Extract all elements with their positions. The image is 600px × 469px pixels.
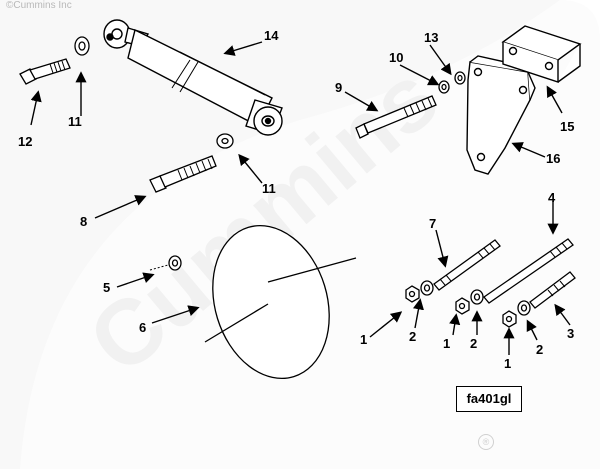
callout-3: 3 [567, 326, 574, 341]
stud-3 [529, 271, 576, 309]
callout-14: 14 [264, 28, 279, 43]
block-15 [501, 25, 582, 83]
copyright-text: ©Cummins Inc [6, 0, 72, 11]
callout-11-lower: 11 [262, 181, 276, 196]
callout-7: 7 [429, 216, 436, 231]
washer-2-a [420, 280, 434, 296]
nut-13 [454, 71, 466, 85]
callout-12: 12 [18, 134, 32, 149]
shield-disc-6 [204, 224, 357, 380]
nut-1-b [455, 297, 470, 315]
callout-16: 16 [546, 151, 560, 166]
callout-10: 10 [389, 50, 403, 65]
callout-11-upper: 11 [68, 114, 82, 129]
washer-11-lower [216, 133, 234, 149]
callout-1-a: 1 [360, 332, 367, 347]
nut-1-a [405, 285, 420, 303]
callout-2-b: 2 [470, 336, 477, 351]
callout-9: 9 [335, 80, 342, 95]
shock-absorber [103, 19, 283, 136]
callout-2-a: 2 [409, 329, 416, 344]
callout-2-c: 2 [536, 342, 543, 357]
washer-2-b [470, 289, 484, 305]
nut-1-c [502, 310, 517, 328]
stud-7 [433, 239, 501, 291]
figure-code-label: fa401gl [456, 386, 522, 412]
callout-13: 13 [424, 30, 438, 45]
callout-15: 15 [560, 119, 574, 134]
callout-1-c: 1 [504, 356, 511, 371]
stud-4 [483, 238, 574, 304]
nut-5 [149, 255, 182, 271]
callout-1-b: 1 [443, 336, 450, 351]
registered-mark: ® [478, 434, 494, 450]
callout-4: 4 [548, 190, 556, 205]
bolt-12 [19, 58, 71, 85]
callout-8: 8 [80, 214, 87, 229]
washer-11-upper [74, 36, 90, 56]
leader-arrows [30, 41, 571, 355]
washer-2-c [517, 300, 531, 316]
bolt-8 [149, 155, 217, 193]
washer-10 [438, 80, 450, 94]
bolt-9 [355, 95, 437, 139]
callout-6: 6 [139, 320, 146, 335]
callout-5: 5 [103, 280, 110, 295]
